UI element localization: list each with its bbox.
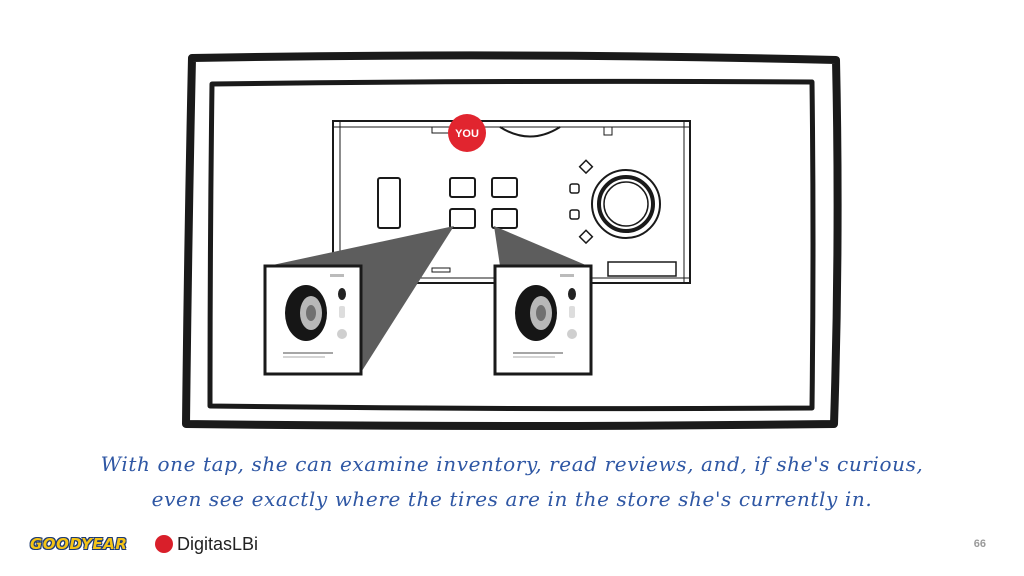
product-card-right — [493, 264, 593, 376]
caption-line-2: even see exactly where the tires are in … — [151, 487, 873, 511]
digitas-logo: DigitasLBi — [155, 534, 258, 554]
caption-line-1: With one tap, she can examine inventory,… — [100, 452, 924, 476]
outer-frame — [182, 51, 842, 430]
zoom-beam-right — [494, 226, 588, 266]
you-label: YOU — [455, 128, 479, 140]
inner-frame — [207, 78, 816, 412]
goodyear-logo: GOODYEAR — [30, 535, 128, 553]
product-card-left — [263, 264, 363, 376]
digitas-wordmark: DigitasLBi — [177, 533, 259, 554]
page-number: 66 — [973, 538, 986, 550]
you-location-pin — [448, 114, 486, 152]
digitas-mark-icon — [155, 535, 173, 553]
